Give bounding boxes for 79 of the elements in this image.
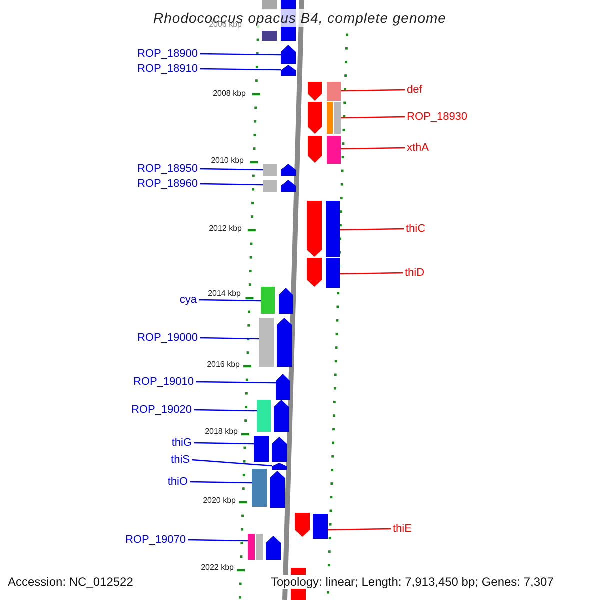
gene-feature <box>308 102 322 134</box>
cog-bar <box>326 201 340 257</box>
cog-bar <box>261 287 275 314</box>
cog-bar <box>313 514 328 539</box>
gene-feature <box>308 136 322 163</box>
scale-label: 2008 kbp <box>213 89 246 99</box>
gene-label: ROP_19070 <box>125 533 186 547</box>
scale-label: 2018 kbp <box>205 427 238 437</box>
cog-bar <box>262 31 277 41</box>
gene-feature <box>266 536 281 560</box>
leader-line <box>198 299 262 302</box>
cog-bar <box>259 318 274 367</box>
cog-bar <box>334 102 341 134</box>
gene-label: ROP_19010 <box>133 375 194 389</box>
cog-bar <box>257 400 271 432</box>
gene-label: xthA <box>407 141 430 155</box>
gene-feature <box>295 513 310 537</box>
gene-label: ROP_19000 <box>137 331 198 345</box>
cog-bar <box>262 0 277 10</box>
leader-line <box>200 183 264 186</box>
gene-label: thiD <box>405 266 425 280</box>
gene-feature <box>274 400 289 432</box>
gene-label: ROP_18900 <box>137 47 198 61</box>
leader-line <box>200 53 281 56</box>
gene-feature <box>281 180 296 192</box>
scale-label: 2016 kbp <box>207 360 240 370</box>
gene-label: ROP_18950 <box>137 162 198 176</box>
leader-line <box>188 539 248 542</box>
leader-line <box>194 409 258 412</box>
scale-label: 2014 kbp <box>208 289 241 299</box>
leader-line <box>340 272 404 275</box>
cog-bar <box>263 180 277 192</box>
footer-text: Accession: NC_012522 <box>8 575 134 589</box>
cog-bar <box>256 534 263 560</box>
leader-line <box>340 116 406 119</box>
leader-line <box>196 381 276 384</box>
gene-label: ROP_19020 <box>131 403 192 417</box>
cog-bar <box>252 469 267 507</box>
gene-label: thiO <box>168 475 188 489</box>
cog-bar <box>254 436 269 462</box>
footer-text: Topology: linear; Length: 7,913,450 bp; Genes: 7,307 <box>271 575 554 589</box>
cog-bar <box>327 102 333 134</box>
leader-line <box>200 68 281 71</box>
leader-line <box>200 337 260 340</box>
cog-bar <box>263 164 277 176</box>
scale-label: 2010 kbp <box>211 156 244 166</box>
leader-line <box>340 89 406 92</box>
gene-label: ROP_18910 <box>137 62 198 76</box>
gene-feature <box>281 65 296 76</box>
cog-bar <box>327 136 341 164</box>
cog-bar <box>327 82 341 101</box>
gene-feature <box>281 164 296 176</box>
cog-bar <box>248 534 255 560</box>
gene-feature <box>279 288 293 314</box>
scale-label: 2022 kbp <box>201 563 234 573</box>
gene-feature <box>308 82 322 101</box>
gene-label: thiC <box>406 222 426 236</box>
gene-label: ROP_18930 <box>407 110 468 124</box>
gene-feature <box>276 374 290 400</box>
leader-line <box>328 528 392 531</box>
gene-feature <box>307 201 322 257</box>
cog-bar <box>326 258 340 288</box>
gene-label: thiE <box>393 522 412 536</box>
scale-label: 2020 kbp <box>203 496 236 506</box>
gene-label: ROP_18960 <box>137 177 198 191</box>
leader-line <box>200 168 264 171</box>
leader-line <box>194 442 254 445</box>
scale-label: 2012 kbp <box>209 224 242 234</box>
gene-feature <box>281 45 296 64</box>
leader-line <box>190 481 252 484</box>
leader-line <box>340 147 406 150</box>
gene-label: def <box>407 83 422 97</box>
gene-label: thiG <box>172 436 192 450</box>
leader-line <box>340 228 404 231</box>
gene-label: thiS <box>171 453 190 467</box>
gene-feature <box>277 318 292 367</box>
gene-label: cya <box>180 293 197 307</box>
gene-feature <box>307 258 322 287</box>
leader-line <box>192 459 272 467</box>
